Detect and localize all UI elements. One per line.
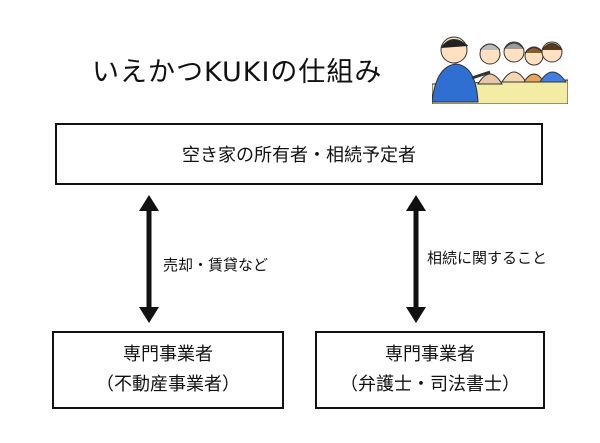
owner-box: 空き家の所有者・相続予定者: [55, 123, 543, 185]
legal-specialist-box: 専門事業者 （弁護士・司法書士）: [315, 331, 545, 409]
real-estate-specialist-box: 専門事業者 （不動産事業者）: [52, 331, 284, 409]
page-title: いえかつKUKIの仕組み: [92, 57, 383, 88]
double-arrow-left: [139, 195, 159, 323]
inheritance-label: 相続に関すること: [427, 249, 548, 267]
real-estate-specialist-line2: （不動産事業者）: [96, 374, 240, 395]
owner-box-text: 空き家の所有者・相続予定者: [182, 145, 416, 166]
sale-rental-label: 売却・賃貸など: [163, 256, 269, 274]
double-arrow-right: [406, 195, 426, 323]
legal-specialist-line1: 専門事業者: [385, 344, 475, 365]
family-consultation-illustration: [432, 36, 568, 104]
real-estate-specialist-line1: 専門事業者: [123, 344, 213, 365]
legal-specialist-line2: （弁護士・司法書士）: [340, 374, 520, 395]
